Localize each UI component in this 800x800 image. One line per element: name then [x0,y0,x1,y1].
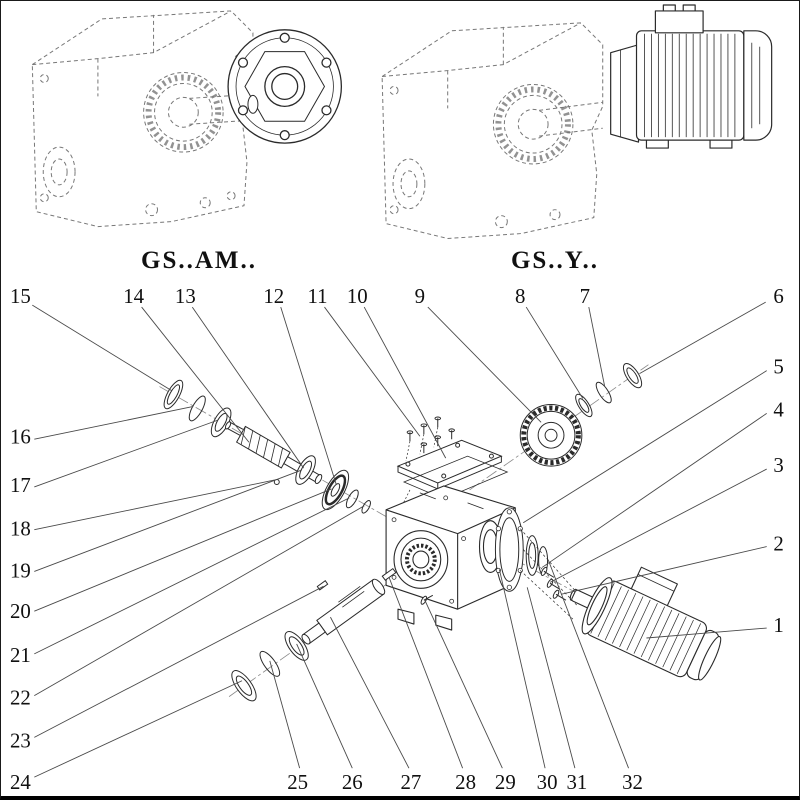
callout-number-27: 27 [401,770,422,794]
leader-line-10 [363,306,447,459]
leader-line-24 [34,680,243,778]
leader-line-28 [388,577,464,769]
flange-bolts [519,528,578,620]
callout-number-4: 4 [773,397,784,421]
callout-number-21: 21 [10,643,31,667]
leader-line-27 [330,616,410,769]
callout-number-26: 26 [342,770,363,794]
leader-line-3 [549,468,767,583]
leader-line-1 [646,627,767,639]
callout-number-32: 32 [622,770,643,794]
callout-number-25: 25 [287,770,308,794]
input-seal-ring [163,379,184,410]
leader-line-2 [560,546,767,595]
retaining-ring-small [361,500,371,514]
leader-line-5 [522,370,767,524]
leader-line-30 [498,569,546,769]
callout-number-8: 8 [515,284,525,308]
flange-ring [525,535,549,576]
leader-line-12 [280,306,337,486]
callout-number-1: 1 [773,613,783,637]
callout-number-24: 24 [10,770,31,794]
leader-line-8 [525,306,584,399]
variant-label-gs-am: GS..AM.. [141,247,257,274]
gearbox-gs-y-drawing [381,22,604,240]
leader-line-15 [32,304,172,391]
callout-number-9: 9 [415,284,425,308]
callout-number-18: 18 [10,517,31,541]
callout-number-29: 29 [495,770,516,794]
gearbox-housing [385,485,516,631]
motor-drawing [610,4,773,149]
callout-number-30: 30 [537,770,558,794]
leader-line-29 [424,600,503,769]
leader-line-26 [296,643,353,769]
housing-cover [396,439,503,490]
callout-number-15: 15 [10,284,31,308]
callout-number-13: 13 [175,284,196,308]
leader-line-13 [191,306,304,469]
input-snap-ring [188,395,206,422]
output-flange-drawing [227,29,343,144]
leader-line-25 [269,660,301,769]
leader-line-6 [639,301,766,375]
leader-line-11 [324,306,421,437]
output-seal-ring [231,670,257,702]
leader-line-19 [34,469,302,572]
callout-number-10: 10 [347,284,368,308]
callout-number-16: 16 [10,424,31,448]
cover-bolts [405,416,455,462]
callout-number-5: 5 [773,355,783,379]
callout-number-7: 7 [580,284,590,308]
leader-line-17 [34,419,218,488]
helical-gear [519,403,583,467]
leader-line-4 [541,413,767,568]
input-bearing-rear [295,455,316,485]
output-shaft [301,578,386,645]
leader-line-23 [34,585,324,738]
leader-line-16 [34,406,194,440]
leader-line-18 [34,479,275,531]
output-flange-cover [494,507,524,592]
callout-number-31: 31 [566,770,587,794]
callout-number-11: 11 [307,284,327,308]
callout-number-28: 28 [455,770,476,794]
variant-label-gs-y: GS..Y.. [510,247,600,274]
gear-washer [575,393,593,418]
shaft-key [381,567,397,581]
leader-line-31 [526,587,576,769]
callout-number-12: 12 [263,284,284,308]
leader-line-7 [588,306,606,387]
callout-number-14: 14 [123,284,144,308]
callout-number-17: 17 [10,473,31,497]
callout-number-20: 20 [10,599,31,623]
motor-exploded-drawing [569,566,722,681]
spacer-ring [345,489,359,509]
leader-line-22 [34,505,365,697]
leader-line-20 [34,488,332,612]
callout-number-6: 6 [773,284,783,308]
output-snap-ring [259,650,281,677]
leader-line-14 [141,306,250,443]
leader-line-32 [547,559,629,769]
gearbox-gs-am-drawing [31,10,254,228]
callout-number-19: 19 [10,558,31,582]
output-bearing [284,631,309,661]
gear-snap-ring [595,381,612,404]
leader-line-21 [34,497,350,655]
worm-gear-disc [321,469,350,511]
gear-seal-ring [622,363,643,389]
callout-number-2: 2 [773,532,783,556]
leader-line-9 [427,306,542,423]
callout-number-22: 22 [10,686,31,710]
callout-number-3: 3 [773,453,783,477]
callout-number-23: 23 [10,728,31,752]
